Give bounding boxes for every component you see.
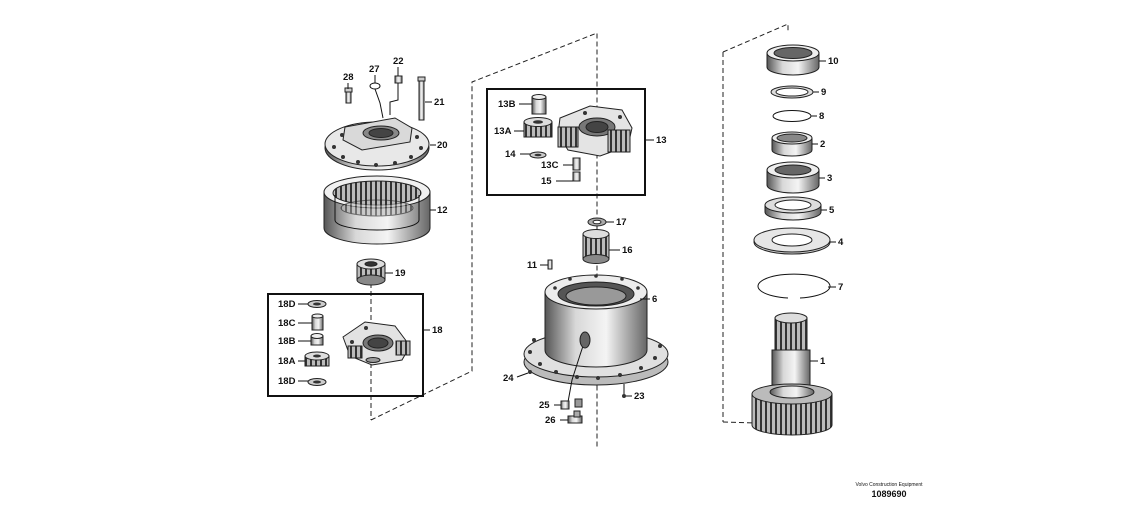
part-12-ring-gear [323, 175, 431, 245]
callout-20: 20 [437, 140, 448, 151]
brand-caption: Volvo Construction Equipment [856, 482, 924, 488]
callout-18: 18 [432, 325, 443, 336]
part-23-fitting [622, 384, 626, 398]
callout-18B: 18B [278, 336, 296, 347]
part-27-oring [369, 82, 384, 119]
callout-13A: 13A [494, 126, 512, 137]
callout-18D-top: 18D [278, 299, 296, 310]
part-11-pin [547, 259, 553, 270]
callout-2: 2 [820, 139, 825, 150]
part-28-bolt [344, 87, 353, 104]
callout-10: 10 [828, 56, 839, 67]
part-2-sleeve [771, 131, 813, 157]
part-19-gear [356, 258, 386, 286]
callout-1: 1 [820, 356, 826, 367]
part-3-bearing [766, 161, 820, 194]
part-22-plug [389, 75, 403, 115]
callout-23: 23 [634, 391, 645, 402]
callout-21: 21 [434, 97, 445, 108]
part-16-sun-gear [582, 229, 610, 264]
part-6-housing [523, 274, 669, 403]
callout-24: 24 [503, 373, 514, 384]
part-21-pin [417, 76, 426, 121]
callout-3: 3 [827, 173, 832, 184]
callout-22: 22 [393, 56, 404, 67]
callout-18C: 18C [278, 318, 296, 329]
part-25-fitting [560, 398, 583, 410]
drawing-footer: Volvo Construction Equipment 1089690 [856, 482, 924, 499]
callout-12: 12 [437, 205, 448, 216]
part-4-plate [753, 227, 831, 255]
part-1-pinion-shaft [751, 312, 833, 436]
callout-26: 26 [545, 415, 556, 426]
callout-13B: 13B [498, 99, 516, 110]
callout-17: 17 [616, 217, 627, 228]
callout-labels: 28 27 22 21 20 12 19 18D 18C 18B 18A 18D… [278, 56, 844, 426]
drawing-number: 1089690 [871, 489, 906, 499]
callout-25: 25 [539, 400, 550, 411]
callout-11: 11 [527, 260, 538, 271]
callout-14: 14 [505, 149, 516, 160]
callout-7: 7 [838, 282, 843, 293]
box-18-planet-carrier [267, 293, 424, 397]
callout-16: 16 [622, 245, 633, 256]
callout-19: 19 [395, 268, 406, 279]
part-26-fitting [567, 410, 583, 424]
callout-4: 4 [838, 237, 844, 248]
part-10-bearing [766, 44, 820, 76]
callout-28: 28 [343, 72, 354, 83]
callout-9: 9 [821, 87, 826, 98]
part-7-snap-ring [757, 273, 831, 299]
part-9-ring [770, 85, 814, 99]
part-24-fitting [528, 370, 532, 374]
leader-lines [298, 60, 836, 421]
callout-15: 15 [541, 176, 552, 187]
part-20-cover-flange [324, 117, 430, 171]
callout-27: 27 [369, 64, 380, 75]
callout-18D-bottom: 18D [278, 376, 296, 387]
box-13-planet-carrier [486, 88, 646, 196]
part-5-seal [764, 196, 822, 221]
part-17-thrust-washer [587, 217, 607, 227]
callout-6: 6 [652, 294, 657, 305]
callout-18A: 18A [278, 356, 296, 367]
callout-5: 5 [829, 205, 835, 216]
callout-13: 13 [656, 135, 667, 146]
part-8-oring [772, 110, 812, 122]
callout-8: 8 [819, 111, 824, 122]
callout-13C: 13C [541, 160, 559, 171]
